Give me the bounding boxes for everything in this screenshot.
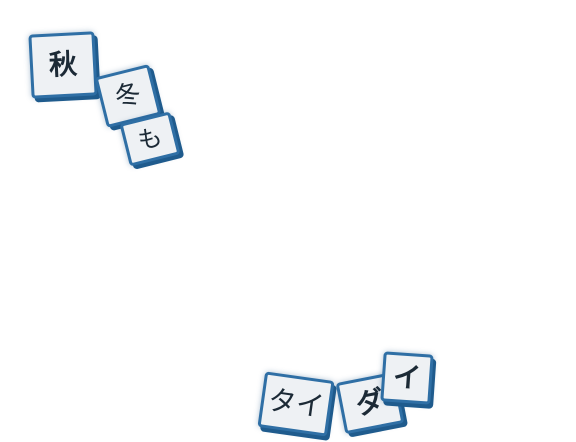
tile-character: 冬 (111, 78, 145, 114)
tile-character: 秋 (48, 47, 78, 82)
tile-character: イ (391, 360, 423, 395)
word-tile-aki[interactable]: 秋 (28, 31, 98, 99)
word-tile-tai[interactable]: タイ (257, 371, 335, 437)
tile-character: も (134, 122, 166, 156)
tile-character: タイ (266, 383, 327, 424)
word-tile-i[interactable]: イ (380, 351, 434, 405)
